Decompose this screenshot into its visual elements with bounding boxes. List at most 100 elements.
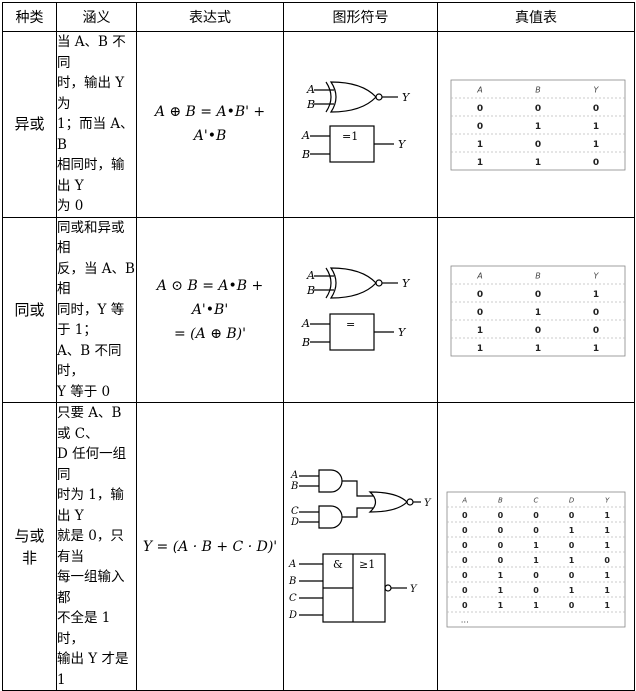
kind-label: 非: [21, 548, 37, 567]
truth-table-value: 0: [462, 510, 468, 519]
truth-table-value: 0: [535, 140, 541, 150]
gate-input-b: B: [290, 481, 298, 492]
truth-table-header: A: [461, 496, 467, 504]
meaning-line: 相同时，输出 Y: [57, 157, 125, 194]
expression-cell: Y = (A · B + C · D)': [136, 402, 284, 691]
truth-table-value: 0: [477, 104, 483, 114]
truth-table-header: A: [476, 271, 482, 280]
truth-table-value: 0: [535, 104, 541, 114]
truth-table-value: 0: [477, 308, 483, 318]
aoi-gate-symbols: A B C D Y A B C D Y & ≥1: [288, 468, 432, 623]
truth-table-frame: [450, 79, 626, 171]
header-row: 种类 涵义 表达式 图形符号 真值表: [2, 2, 635, 32]
truth-table-value: 0: [533, 585, 539, 594]
gate-input-a: A: [301, 129, 310, 142]
symbol-cell: A B C D Y A B C D Y & ≥1: [283, 402, 438, 691]
truth-table-value: 0: [593, 326, 599, 336]
table-row-aoi: 与或 非 只要 A、B 或 C、 D 任何一组同 时为 1，输出 Y 就是 0，…: [2, 402, 635, 691]
truth-table-header: D: [569, 496, 575, 504]
gate-box-label: =1: [342, 130, 358, 143]
truth-table-value: 1: [604, 570, 610, 579]
truth-table-value: 1: [604, 525, 610, 534]
truth-table-value: 1: [477, 158, 483, 168]
meaning-line: 同或和异或相: [57, 219, 125, 257]
truth-table-value: 1: [533, 540, 539, 549]
gate-input-c: C: [291, 506, 299, 517]
meaning-line: 就是 0，只有当: [57, 528, 124, 565]
truth-table-value: 1: [535, 344, 541, 354]
expression-line: A ⊙ B = A•B + A'•B': [156, 277, 264, 318]
table-row-xor: 异或 当 A、B 不同 时，输出 Y 为 1；而当 A、B 相同时，输出 Y 为…: [2, 31, 635, 218]
truth-table-header: Y: [594, 271, 600, 280]
expression-line: = (A ⊕ B)': [174, 325, 246, 342]
gate-input-b: B: [301, 336, 310, 349]
truth-table-value: 0: [535, 290, 541, 300]
gate-input-a: A: [290, 470, 298, 481]
truth-table-value: 0: [498, 540, 504, 549]
truth-table-value: 0: [498, 555, 504, 564]
truth-table-value: 1: [593, 140, 599, 150]
expression-cell: A ⊕ B = A•B' + A'•B: [136, 31, 284, 218]
truth-table-value: 1: [569, 525, 575, 534]
expression-line: Y = (A · B + C · D)': [142, 538, 278, 555]
gate-input-a: A: [306, 83, 315, 96]
meaning-cell: 同或和异或相 反，当 A、B 相 同时，Y 等于 1； A、B 不同时， Y 等…: [56, 216, 137, 403]
kind-label: 同或: [14, 300, 45, 319]
gate-output-y: Y: [402, 277, 411, 290]
truth-table-value: 1: [604, 540, 610, 549]
gate-input-d: D: [288, 610, 297, 621]
header-meaning: 涵义: [56, 2, 137, 32]
truth-table-value: 0: [462, 600, 468, 609]
truth-table-value: 1: [535, 158, 541, 168]
meaning-line: A、B 不同时，: [57, 342, 122, 380]
truth-table-value: 1: [604, 600, 610, 609]
or-box-label: ≥1: [359, 558, 375, 571]
header-expression: 表达式: [136, 2, 284, 32]
truth-table-value: 0: [498, 525, 504, 534]
truth-table-value: 1: [477, 326, 483, 336]
truth-table-value: 0: [533, 510, 539, 519]
truth-table-value: 1: [593, 344, 599, 354]
truth-table-value: 1: [533, 555, 539, 564]
gate-input-b: B: [301, 148, 310, 161]
expression-line: A ⊕ B = A•B' + A'•B: [154, 104, 266, 145]
kind-label: 与或: [14, 526, 45, 545]
gate-box-label: =: [346, 318, 355, 331]
truth-table-value: 1: [477, 140, 483, 150]
kind-cell: 同或: [2, 216, 57, 403]
truth-table-value: 0: [462, 525, 468, 534]
kind-cell: 与或 非: [2, 402, 57, 691]
gate-input-b: B: [306, 284, 315, 297]
truth-table-value: 0: [604, 555, 610, 564]
meaning-line: 输出 Y 才是 1: [57, 651, 129, 688]
truth-table-value: 0: [593, 104, 599, 114]
header-symbol: 图形符号: [283, 2, 438, 32]
truth-table-value: 0: [533, 570, 539, 579]
truth-table-value: 0: [462, 555, 468, 564]
truth-table-value: 0: [569, 570, 575, 579]
truth-table-value: 1: [569, 555, 575, 564]
gate-input-a: A: [301, 317, 310, 330]
truth-table-header: Y: [594, 86, 600, 95]
meaning-line: 每一组输入都: [57, 569, 125, 606]
truth-table-value: 0: [593, 158, 599, 168]
truth-table-value: 1: [535, 308, 541, 318]
gate-output-y: Y: [410, 584, 418, 595]
meaning-line: 当 A、B 不同: [57, 34, 126, 71]
xor-gate-symbols: A B Y A B Y =1: [301, 81, 411, 163]
truth-table-value: 1: [498, 570, 504, 579]
truth-table-value: 1: [569, 585, 575, 594]
gate-input-a: A: [288, 559, 296, 570]
meaning-line: D 任何一组同: [57, 446, 127, 483]
meaning-line: 时，输出 Y 为: [57, 75, 125, 112]
truth-table-value: 0: [569, 510, 575, 519]
truth-table-value: 0: [477, 122, 483, 132]
meaning-line: 反，当 A、B 相: [57, 260, 135, 298]
gate-input-d: D: [290, 517, 299, 528]
gate-input-c: C: [289, 593, 297, 604]
xnor-gate-symbols: A B Y A B Y =: [301, 267, 411, 351]
truth-table-value: 1: [477, 344, 483, 354]
